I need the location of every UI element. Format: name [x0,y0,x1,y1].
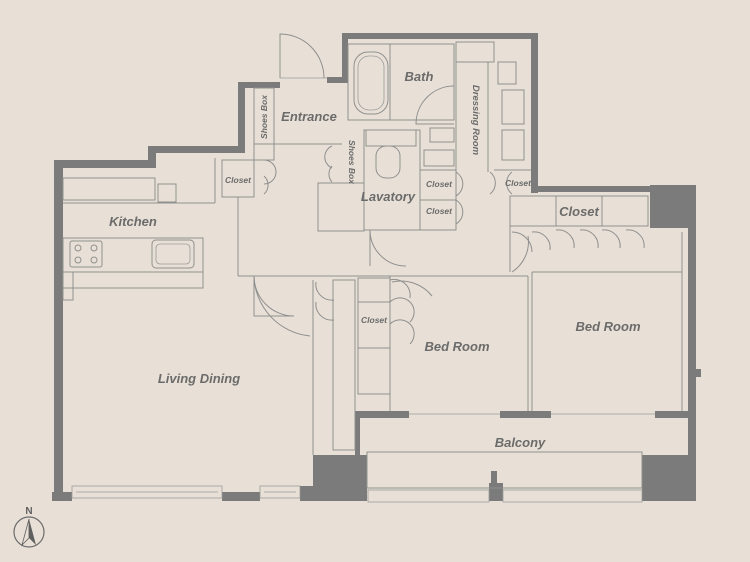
compass: N [13,506,45,548]
room-label-closet-lavatory-1: Closet [426,179,453,189]
compass-north-label: N [25,506,32,517]
room-label-bedroom-1: Bed Room [425,339,490,354]
windows [71,77,655,503]
room-label-closet-lavatory-2: Closet [426,206,453,216]
exterior-walls [52,33,701,501]
room-label-living-dining: Living Dining [158,371,240,386]
room-label-balcony: Balcony [495,435,546,450]
room-label-closet-bedroom-2: Closet [559,204,599,219]
room-label-closet-dressing: Closet [505,178,532,188]
compass-ring [13,516,45,548]
compass-needle-icon [29,519,36,545]
room-label-shoes-box-entrance: Shoes Box [259,94,269,139]
room-label-shoes-box-lavatory: Shoes Box [347,140,357,185]
room-label-dressing-room: Dressing Room [470,85,481,156]
room-label-bedroom-2: Bed Room [576,319,641,334]
room-label-entrance: Entrance [281,109,337,124]
room-label-lavatory: Lavatory [361,189,416,204]
interior-lines [62,41,683,489]
door-swings [253,33,645,345]
room-label-closet-entrance: Closet [225,175,252,185]
room-label-bath: Bath [405,69,434,84]
room-label-closet-bedroom-1: Closet [361,315,388,325]
room-label-kitchen: Kitchen [109,214,157,229]
